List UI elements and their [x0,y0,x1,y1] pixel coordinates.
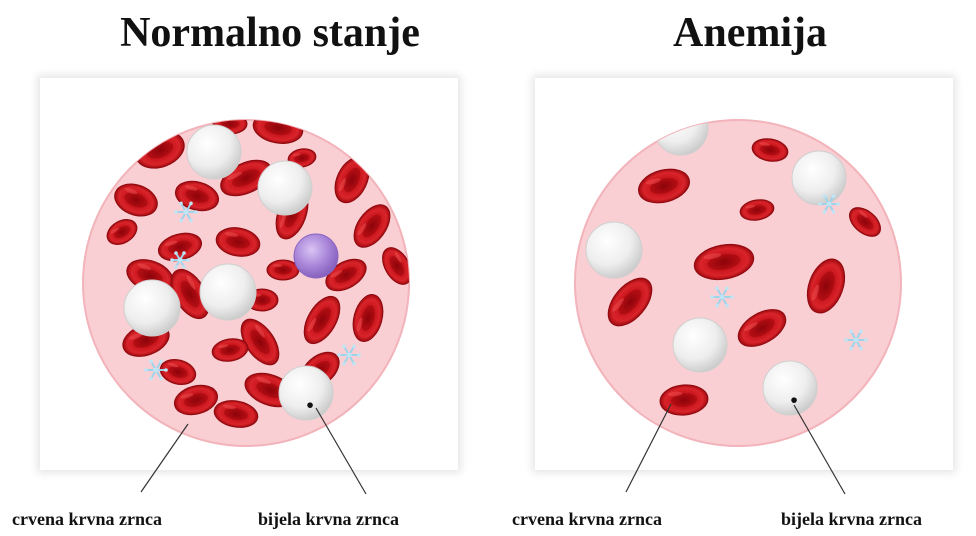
white-blood-cell-icon [279,366,333,420]
plasma-circle-anemia [575,120,901,446]
label-white-blood-cells-anemia: bijela krvna zrnca [781,508,922,530]
leader-line-left-wbc [316,408,366,494]
label-red-blood-cells-normal: crvena krvna zrnca [12,508,162,530]
white-blood-cell-icon [258,161,312,215]
white-blood-cell-icon [586,222,642,278]
white-blood-cell-icon [187,125,241,179]
label-red-blood-cells-anemia: crvena krvna zrnca [512,508,662,530]
white-blood-cell-icon [124,280,180,336]
leader-line-left-rbc [141,424,188,492]
white-blood-cell-icon [654,101,708,155]
white-blood-cell-icon [673,318,727,372]
label-white-blood-cells-normal: bijela krvna zrnca [258,508,399,530]
red-blood-cell-icon [267,260,299,280]
lymphocyte-icon [294,234,338,278]
white-blood-cell-icon [792,151,846,205]
white-blood-cell-icon [200,264,256,320]
white-blood-cell-icon [763,361,817,415]
